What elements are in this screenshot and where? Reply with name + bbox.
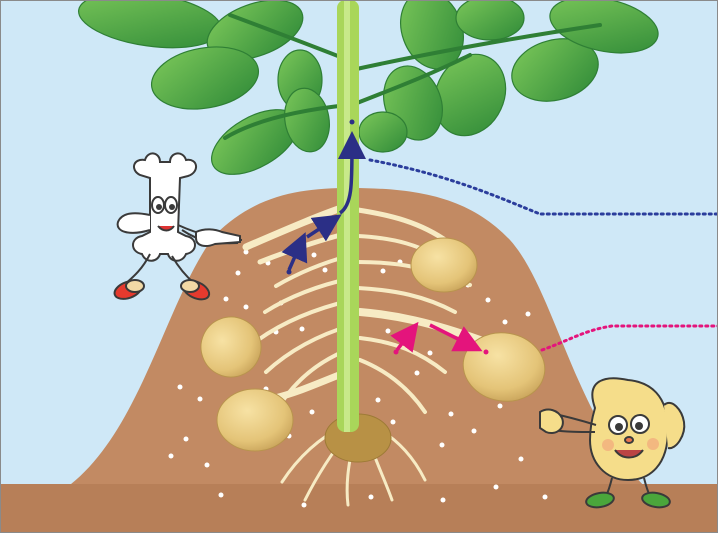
tuber-upper-right	[411, 238, 477, 292]
tuber-left-lower	[217, 389, 293, 451]
ground-band	[0, 484, 718, 533]
main-stem-highlight	[344, 0, 350, 432]
